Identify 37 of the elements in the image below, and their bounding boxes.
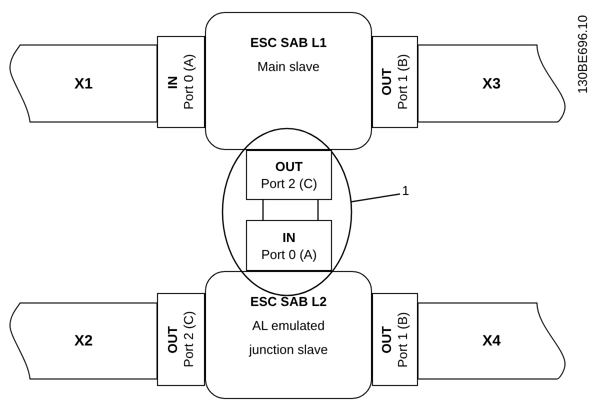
cable xyxy=(10,45,157,122)
document-number: 130BE696.10 xyxy=(575,15,590,94)
leader-line xyxy=(351,193,400,202)
cable xyxy=(10,303,157,379)
port-name: Port 0 (A) xyxy=(181,54,197,110)
port-box xyxy=(372,293,418,386)
port-name: Port 1 (B) xyxy=(395,54,411,110)
cable-label: X1 xyxy=(73,75,94,92)
port-direction: IN xyxy=(165,76,181,88)
controller-title: ESC SAB L2 xyxy=(250,293,327,311)
port-name: Port 0 (A) xyxy=(261,246,317,262)
cable xyxy=(418,45,565,122)
cable-label: X4 xyxy=(481,332,502,350)
port-direction: OUT xyxy=(379,326,395,354)
cable-label: X3 xyxy=(481,75,502,92)
port-box xyxy=(246,150,332,200)
port-box xyxy=(246,220,332,271)
port-name: Port 2 (C) xyxy=(181,311,197,368)
port-direction: OUT xyxy=(275,158,303,175)
controller-box xyxy=(205,12,372,150)
callout-number: 1 xyxy=(402,183,410,198)
controller-title: ESC SAB L1 xyxy=(250,34,327,52)
cable-label: X2 xyxy=(73,332,94,350)
cable xyxy=(418,303,565,379)
port-direction: OUT xyxy=(379,68,395,96)
highlight-ellipse xyxy=(222,128,352,296)
controller-description: AL emulated junction slave xyxy=(248,317,329,359)
port-box xyxy=(157,293,205,386)
port-link xyxy=(262,199,319,221)
controller-box xyxy=(205,271,372,399)
port-direction: OUT xyxy=(165,326,181,354)
controller-description: Main slave xyxy=(257,58,320,76)
port-box xyxy=(157,36,205,128)
port-name: Port 1 (B) xyxy=(395,312,411,368)
port-box xyxy=(372,36,418,128)
port-name: Port 2 (C) xyxy=(260,175,318,192)
port-direction: IN xyxy=(282,228,296,246)
